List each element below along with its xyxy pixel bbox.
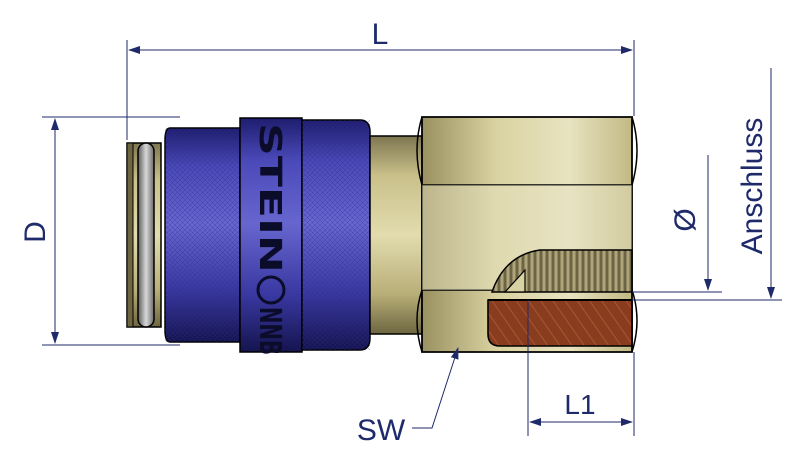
- section-cut: [487, 299, 633, 347]
- brass-neck: [369, 135, 423, 335]
- brand-text: STEIN: [252, 123, 287, 273]
- brand-marking: STEIN NNB: [252, 123, 287, 355]
- o-ring: [137, 142, 155, 328]
- wrench-size-label: SW: [357, 414, 406, 447]
- sleeve-label-area: [239, 117, 303, 353]
- coupling-part: STEIN NNB: [126, 116, 638, 355]
- thread-length-label: L1: [564, 389, 595, 420]
- bore-label: Ø: [669, 208, 702, 231]
- wrench-leader-line: [412, 347, 459, 429]
- brand-suffix-text: NNB: [252, 307, 287, 355]
- diameter-label: D: [19, 221, 52, 243]
- connection-label: Anschluss: [736, 118, 769, 255]
- dimension-lines: [42, 40, 782, 436]
- length-label: L: [372, 18, 389, 51]
- internal-thread-cutaway: [490, 249, 633, 293]
